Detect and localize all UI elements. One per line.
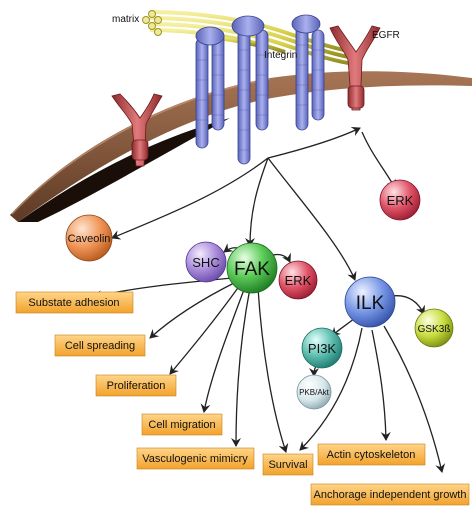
outcome-cell-migration-label: Cell migration: [148, 419, 215, 431]
fak-node: FAK: [226, 242, 278, 294]
pkb-akt-node: PKB/Akt: [296, 374, 332, 410]
integrin-receptors: [195, 14, 325, 165]
caveolin-label: Caveolin: [68, 233, 111, 245]
outcome-actin-cytoskeleton: Actin cytoskeleton: [317, 443, 426, 466]
arrow-fak-to-survival: [257, 287, 289, 453]
arrow-fak-to-proliferation: [169, 284, 241, 375]
matrix-label: matrix: [112, 14, 139, 25]
outcome-vasculogenic-mimicry-label: Vasculogenic mimicry: [142, 453, 248, 465]
arrow-ilk-to-anchorage: [383, 325, 446, 473]
shc-label: SHC: [192, 255, 219, 270]
fak-label: FAK: [234, 259, 270, 280]
erk-egfr-label: ERK: [387, 193, 414, 208]
integrin-segments: [196, 44, 324, 151]
outcome-substrate-adhesion-label: Substate adhesion: [28, 297, 119, 309]
gsk3b-node: GSK3ß: [414, 308, 454, 348]
arrow-integrin-to-fak: [245, 157, 269, 247]
outcome-survival-label: Survival: [268, 459, 307, 471]
outcome-cell-spreading: Cell spreading: [54, 334, 146, 357]
outcome-survival: Survival: [262, 453, 314, 476]
arrow-fak-to-cell-spreading: [149, 281, 237, 339]
arrow-fak-to-vasculogenic-mimicry: [231, 287, 251, 447]
outcome-anchorage-independent-growth-label: Anchorage independent growth: [314, 489, 467, 501]
outcome-substrate-adhesion: Substate adhesion: [15, 291, 134, 314]
pi3k-label: PI3K: [308, 341, 337, 356]
outcome-proliferation: Proliferation: [95, 374, 177, 397]
arrow-integrin-to-egfr: [267, 126, 361, 159]
erk-egfr-node: ERK: [379, 179, 421, 221]
egfr-receptor-right: [329, 25, 381, 111]
pi3k-node: PI3K: [301, 327, 343, 369]
arrow-integrin-to-caveolin: [111, 157, 269, 240]
outcome-vasculogenic-mimicry: Vasculogenic mimicry: [136, 447, 255, 470]
egfr-receptor-left: [111, 93, 163, 167]
caveolin-node: Caveolin: [65, 214, 113, 262]
arrow-fak-to-cell-migration: [200, 286, 246, 413]
erk-fak-node: ERK: [278, 260, 318, 300]
arrow-ilk-to-actin: [371, 329, 391, 441]
outcome-cell-spreading-label: Cell spreading: [65, 340, 135, 352]
gsk3b-label: GSK3ß: [418, 324, 451, 335]
outcome-proliferation-label: Proliferation: [107, 380, 166, 392]
arrow-pi3k-to-pkb: [309, 365, 320, 377]
erk-fak-label: ERK: [285, 273, 312, 288]
pkb-akt-label: PKB/Akt: [299, 388, 330, 397]
outcome-cell-migration: Cell migration: [141, 413, 223, 436]
outcome-actin-cytoskeleton-label: Actin cytoskeleton: [327, 449, 416, 461]
arrow-egfr-to-erk: [361, 131, 396, 189]
ilk-node: ILK: [344, 276, 396, 328]
integrin-label: Integrin: [264, 50, 297, 61]
egfr-label: EGFR: [372, 30, 400, 41]
arrow-integrin-to-ilk: [267, 157, 357, 281]
arrow-ilk-to-survival: [299, 327, 363, 451]
ilk-label: ILK: [356, 293, 385, 314]
outcome-anchorage-independent-growth: Anchorage independent growth: [310, 483, 470, 506]
arrow-ilk-to-gsk3b: [391, 295, 425, 315]
shc-node: SHC: [185, 241, 227, 283]
